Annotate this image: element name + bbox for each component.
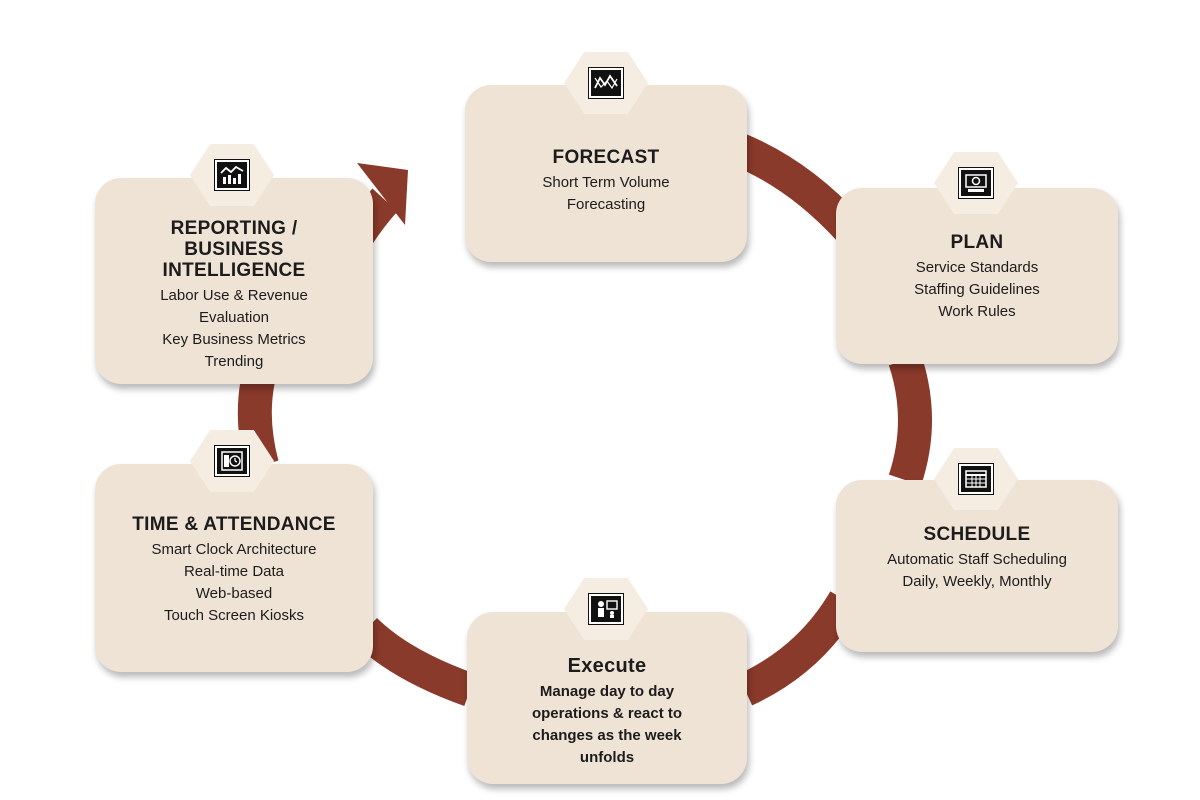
plan-line-2: Staffing Guidelines [914, 281, 1040, 298]
line-chart-icon [589, 68, 623, 98]
people-presentation-icon [589, 594, 623, 624]
bar-line-chart-icon [215, 160, 249, 190]
plan-badge [934, 152, 1018, 214]
schedule-badge [934, 448, 1018, 510]
time-attendance-line-4: Touch Screen Kiosks [163, 607, 305, 624]
reporting-badge [190, 144, 274, 206]
cycle-arrow-head [357, 163, 408, 225]
execute-line-3: changes as the week [532, 727, 682, 744]
reporting-title-line-1: REPORTING / [170, 218, 298, 239]
execute-line-2: operations & react to [531, 705, 683, 722]
reporting-line-1: Labor Use & Revenue [160, 287, 308, 304]
time-attendance-card: TIME & ATTENDANCE Smart Clock Architectu… [95, 464, 373, 672]
plan-title: PLAN [950, 232, 1004, 253]
calendar-grid-icon [959, 464, 993, 494]
forecast-title: FORECAST [552, 147, 660, 168]
reporting-line-4: Trending [204, 353, 264, 370]
monitor-gear-icon [959, 168, 993, 198]
reporting-title-line-2: BUSINESS [184, 239, 284, 260]
ring-segment-plan-schedule [888, 354, 932, 486]
ring-segment-forecast-plan [733, 134, 863, 242]
reporting-line-3: Key Business Metrics [162, 331, 306, 348]
time-attendance-badge [190, 430, 274, 492]
forecast-card: FORECAST Short Term Volume Forecasting [465, 85, 747, 262]
execute-card: Execute Manage day to day operations & r… [467, 612, 747, 784]
forecast-line-1: Short Term Volume [542, 174, 670, 191]
plan-line-3: Work Rules [938, 303, 1016, 320]
forecast-line-2: Forecasting [566, 196, 646, 213]
time-attendance-line-2: Real-time Data [183, 563, 285, 580]
ring-segment-schedule-execute [737, 591, 860, 706]
ring-segment-execute-time [352, 617, 476, 707]
plan-line-1: Service Standards [915, 259, 1039, 276]
execute-badge [564, 578, 648, 640]
time-attendance-line-3: Web-based [195, 585, 273, 602]
forecast-badge [564, 52, 648, 114]
schedule-title: SCHEDULE [923, 524, 1031, 545]
schedule-line-1: Automatic Staff Scheduling [887, 551, 1067, 568]
reporting-card: REPORTING / BUSINESS INTELLIGENCE Labor … [95, 178, 373, 384]
time-attendance-line-1: Smart Clock Architecture [151, 541, 317, 558]
reporting-line-2: Evaluation [198, 309, 270, 326]
execute-title: Execute [567, 655, 647, 677]
execute-line-1: Manage day to day [539, 683, 675, 700]
execute-line-4: unfolds [579, 749, 635, 766]
plan-card: PLAN Service Standards Staffing Guidelin… [836, 188, 1118, 364]
time-clock-icon [215, 446, 249, 476]
reporting-title-line-3: INTELLIGENCE [162, 260, 306, 281]
schedule-line-2: Daily, Weekly, Monthly [902, 573, 1052, 590]
time-attendance-title: TIME & ATTENDANCE [132, 514, 336, 535]
